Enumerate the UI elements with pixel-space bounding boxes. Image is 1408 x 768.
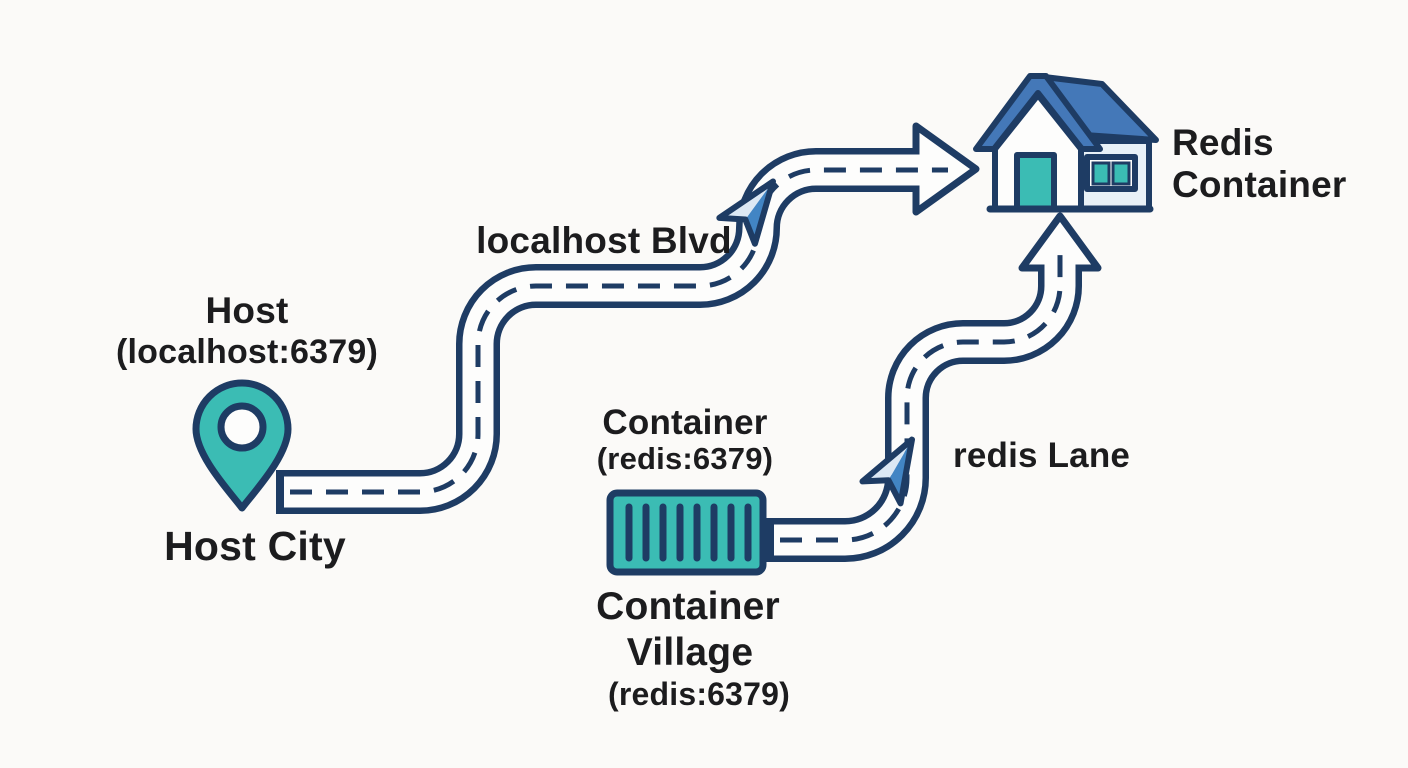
- house-icon: [973, 73, 1159, 213]
- container-village-caption-line1: Container: [596, 585, 780, 628]
- container-village-caption-line2: Village: [626, 631, 754, 674]
- host-subtitle: (localhost:6379): [115, 333, 379, 371]
- container-village-subtitle: (redis:6379): [607, 676, 791, 712]
- redis-lane-label: redis Lane: [953, 436, 1131, 475]
- redis-container-label-line1: Redis: [1172, 122, 1274, 163]
- shipping-container-icon: [606, 489, 767, 576]
- redis-lane-road-surface: [774, 256, 1076, 556]
- host-city-caption: Host City: [164, 523, 346, 569]
- localhost-blvd-label: localhost Blvd: [476, 220, 732, 261]
- localhost-blvd-road: [276, 148, 914, 514]
- redis-lane-center-dashes: [780, 242, 1063, 543]
- house-window: [1084, 154, 1138, 192]
- navigation-cursor-icon: [716, 178, 776, 247]
- map-pin-icon: [192, 379, 292, 512]
- container-subtitle: (redis:6379): [596, 441, 774, 476]
- host-title: Host: [205, 290, 289, 331]
- container-title: Container: [602, 403, 768, 442]
- navigation-cursor-icon: [859, 436, 915, 507]
- house-door: [1014, 152, 1057, 212]
- redis-container-label-line2: Container: [1172, 164, 1347, 205]
